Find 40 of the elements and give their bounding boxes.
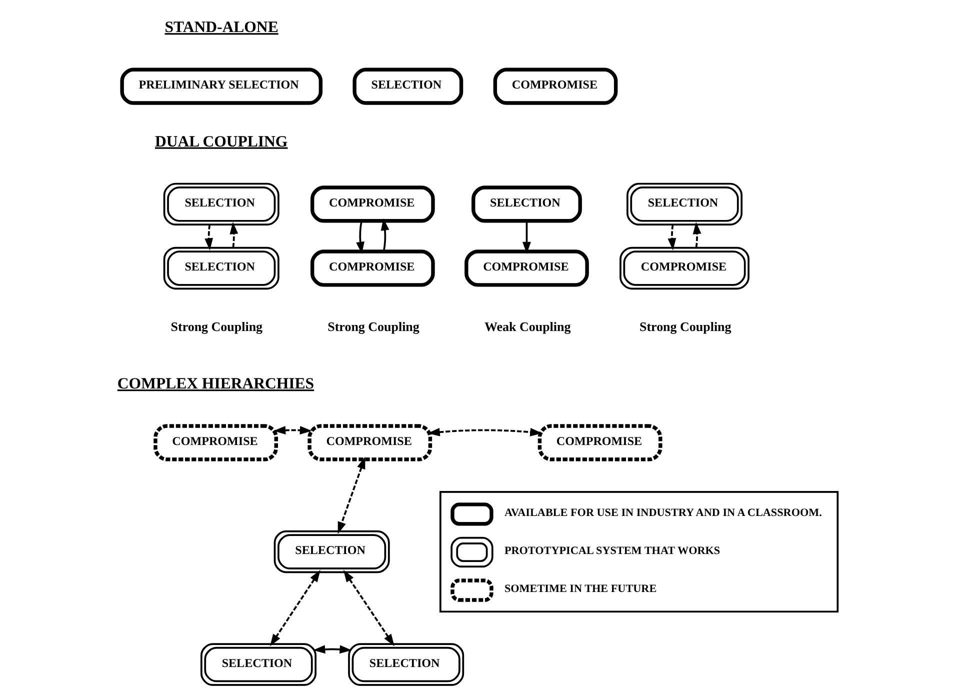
node-label: Strong Coupling <box>639 319 732 334</box>
arrow <box>428 428 542 436</box>
node-box: COMPROMISE <box>538 424 662 462</box>
legend-label: AVAILABLE FOR USE IN INDUSTRY AND IN A CLASSROOM. <box>504 507 822 520</box>
label: DUAL COUPLING <box>155 133 288 150</box>
arrow <box>230 222 238 248</box>
node-box: SELECTION <box>200 643 316 686</box>
node-box: COMPROMISE <box>310 186 435 223</box>
node-label: Strong Coupling <box>328 319 420 334</box>
arrow <box>692 222 702 248</box>
label: COMPLEX HIERARCHIES <box>117 376 314 393</box>
node-box: COMPROMISE <box>620 246 750 290</box>
node-box: SELECTION <box>348 643 464 686</box>
arrow <box>273 426 312 434</box>
arrow <box>270 570 320 646</box>
node-box: COMPROMISE <box>464 250 589 287</box>
node-box: SELECTION <box>274 530 390 574</box>
node-label: Strong Coupling <box>170 319 263 334</box>
arrow <box>343 570 394 646</box>
node-box: COMPROMISE <box>308 424 432 462</box>
arrow <box>380 218 390 252</box>
arrow <box>356 220 364 254</box>
node-label: Weak Coupling <box>484 319 571 334</box>
node-box: COMPROMISE <box>493 68 618 105</box>
legend-label: SOMETIME IN THE FUTURE <box>504 583 657 596</box>
node-box: SELECTION <box>352 68 464 105</box>
arrow <box>204 224 214 250</box>
node-box: PRELIMINARY SELECTION <box>120 68 323 105</box>
arrow <box>668 224 676 250</box>
node-box: SELECTION <box>163 182 280 226</box>
node-box: SELECTION <box>626 182 743 226</box>
node-box: COMPROMISE <box>154 424 278 462</box>
label: STAND-ALONE <box>164 19 278 36</box>
node-box: SELECTION <box>163 246 280 290</box>
arrow <box>522 221 531 254</box>
legend-label: PROTOTYPICAL SYSTEM THAT WORKS <box>504 545 720 558</box>
arrow <box>338 456 366 534</box>
arrow <box>313 645 352 654</box>
node-box: SELECTION <box>472 186 582 223</box>
node-box: COMPROMISE <box>310 250 435 287</box>
